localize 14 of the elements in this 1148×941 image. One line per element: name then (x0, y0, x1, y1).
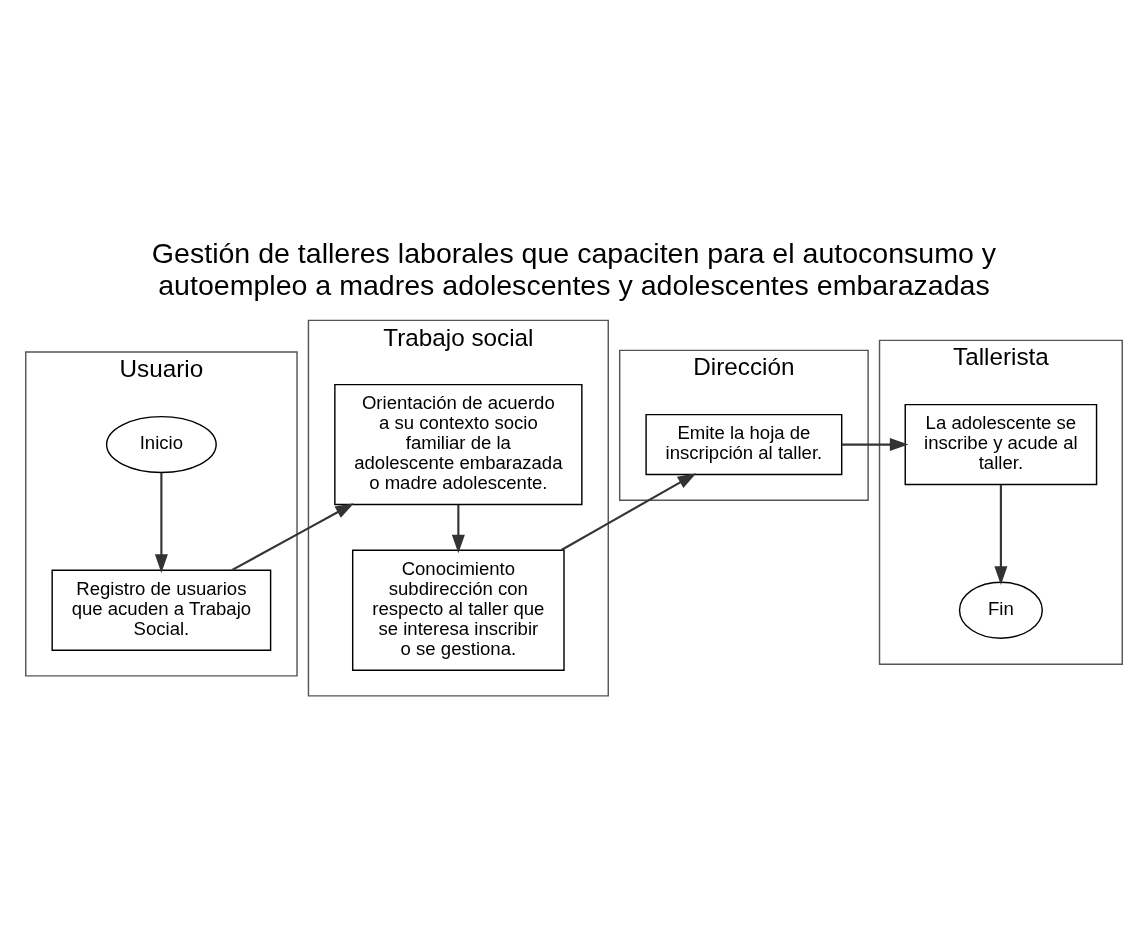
arrow (994, 484, 1008, 585)
node-box: Conocimiento subdirección con respecto al taller que se interesa inscribir o se gestiona. (352, 549, 565, 671)
arrow (560, 472, 697, 551)
node-box: Emite la hoja de inscripción al taller. (645, 413, 843, 475)
node-box: La adolescente se inscribe y acude al taller. (904, 403, 1098, 485)
node-ellipse: Inicio (105, 415, 217, 473)
arrow (154, 472, 168, 573)
arrow (451, 504, 465, 553)
node-ellipse: Fin (958, 581, 1043, 639)
arrow (231, 502, 354, 571)
node-box: Orientación de acuerdo a su contexto socio familiar de la adolescente embarazada o madre adolescente. (334, 383, 583, 505)
node-box: Registro de usuarios que acuden a Trabajo Social. (51, 569, 272, 651)
arrow (841, 437, 909, 451)
diagram-title: Gestión de talleres laborales que capaciten para el autoconsumo y autoempleo a madres adolescentes y adolescentes embarazadas (151, 236, 997, 301)
